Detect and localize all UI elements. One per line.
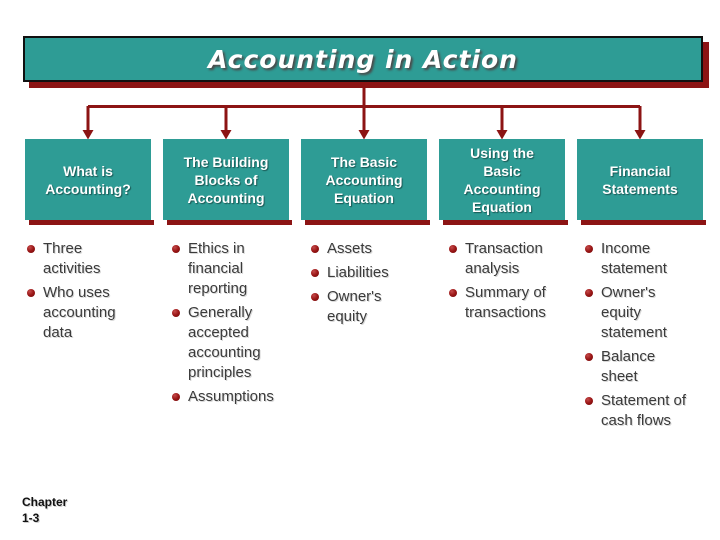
arrow-down-icon [634,130,646,140]
list-item-text: Generally accepted accounting principles [188,304,261,381]
list-item-text: Statement of cash flows [601,392,687,429]
list-item-text: Three activities [43,240,101,277]
list-item-text: Ethics in financial reporting [188,240,248,297]
bullet-icon [449,289,457,297]
header-box-building-blocks: The Building Blocks of Accounting [163,139,292,225]
list-item-text: Owner's equity [327,288,382,325]
chapter-label: Chapter 1-3 [22,494,67,526]
bullet-icon [172,309,180,317]
list-item: Assets [310,239,412,259]
list-item-text: Assumptions [188,388,274,405]
list-item: Three activities [26,239,135,279]
list-item-text: Liabilities [327,264,389,281]
list-item-text: Assets [327,240,373,257]
chapter-number: 1-3 [22,511,40,525]
arrow-down-icon [496,130,508,140]
list-item: Who uses accounting data [26,283,135,343]
bullet-icon [172,393,180,401]
header-box-financial-statements: Financial Statements [577,139,706,225]
arrow-down-icon [358,130,370,140]
chapter-word: Chapter [22,495,68,509]
list-item: Balance sheet [584,347,689,387]
list-item: Owner's equity [310,287,412,327]
slide-title: Accounting in Action [208,44,518,74]
header-label: Financial Statements [602,162,678,197]
list-item: Summary of transactions [448,283,562,323]
bullet-icon [27,245,35,253]
list-item-text: Who uses accounting data [43,284,116,341]
list-item-text: Transaction analysis [465,240,543,277]
list-item-text: Balance sheet [601,348,656,385]
bullet-icon [585,397,593,405]
arrow-down-icon [220,130,232,140]
list-item: Income statement [584,239,689,279]
list-item: Ethics in financial reporting [171,239,287,299]
header-label: The Basic Accounting Equation [325,153,403,206]
header-label: Using the Basic Accounting Equation [463,144,541,215]
bullet-icon [27,289,35,297]
list-item: Transaction analysis [448,239,562,279]
bullet-icon [311,269,319,277]
header-label: The Building Blocks of Accounting [183,153,269,206]
list-item-text: Income statement [601,240,667,277]
list-item: Liabilities [310,263,412,283]
header-box-what-is-accounting: What is Accounting? [25,139,154,225]
bullet-icon [585,353,593,361]
header-box-basic-accounting-equation: The Basic Accounting Equation [301,139,430,225]
bullet-icon [449,245,457,253]
bullet-icon [585,245,593,253]
list-item: Statement of cash flows [584,391,689,431]
header-box-using-basic-equation: Using the Basic Accounting Equation [439,139,568,225]
list-item: Owner's equity statement [584,283,689,343]
bullet-icon [172,245,180,253]
title-banner: Accounting in Action [23,36,703,82]
bullet-icon [585,289,593,297]
list-item-text: Summary of transactions [465,284,546,321]
bullet-icon [311,245,319,253]
list-item: Generally accepted accounting principles [171,303,287,383]
list-item-text: Owner's equity statement [601,284,667,341]
arrow-down-icon [82,130,94,140]
header-label: What is Accounting? [45,162,131,197]
connector-tree [82,82,646,140]
bullet-icon [311,293,319,301]
list-item: Assumptions [171,387,287,407]
